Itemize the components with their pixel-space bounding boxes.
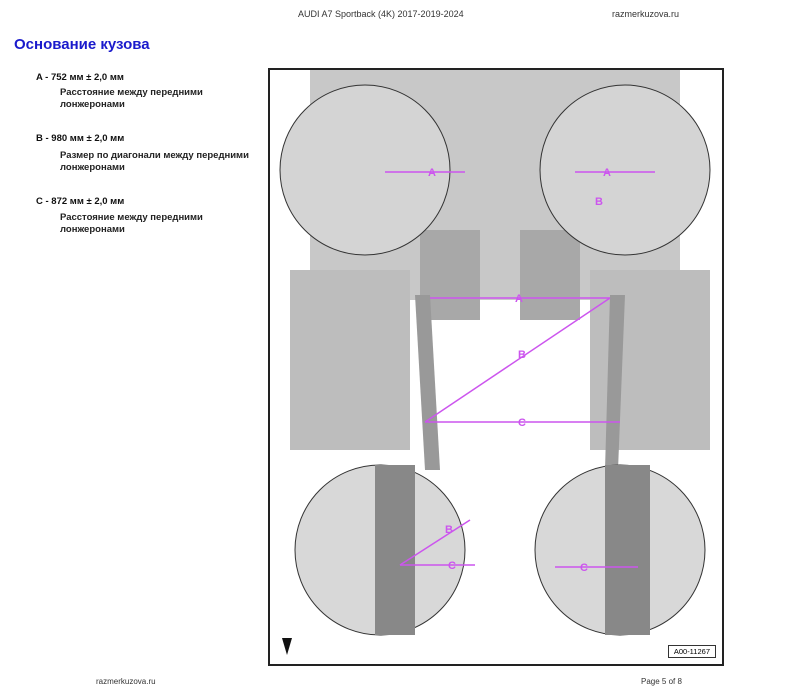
marker-a-right: A — [603, 167, 611, 179]
figure-code: A00-11267 — [667, 645, 716, 658]
marker-b-right: B — [595, 196, 603, 208]
marker-c: C — [518, 417, 526, 429]
spec-b-label: B - 980 мм ± 2,0 мм — [36, 133, 125, 144]
document-title: AUDI A7 Sportback (4K) 2017-2019-2024 — [298, 9, 464, 19]
marker-a: A — [515, 293, 523, 305]
page-number: Page 5 of 8 — [641, 677, 682, 686]
marker-c-left: C — [448, 560, 456, 572]
direction-arrow-icon — [282, 638, 292, 655]
marker-c-right: C — [580, 562, 588, 574]
footer-site: razmerkuzova.ru — [96, 677, 156, 686]
spec-c-desc: Расстояние между передними лонжеронами — [60, 212, 203, 235]
spec-a-desc: Расстояние между передними лонжеронами — [60, 87, 203, 110]
marker-b-bottom: B — [445, 524, 453, 536]
underbody-illustration: .lbl{font:bold 11px "Liberation Sans",sa… — [279, 70, 711, 655]
marker-b: B — [518, 349, 526, 361]
body-diagram: .lbl{font:bold 11px "Liberation Sans",sa… — [268, 68, 724, 666]
spec-b-desc: Размер по диагонали между передними лонж… — [60, 150, 249, 173]
marker-a-left: A — [428, 167, 436, 179]
header-site: razmerkuzova.ru — [612, 9, 680, 19]
page-title: Основание кузова — [14, 36, 150, 53]
spec-c-label: C - 872 мм ± 2,0 мм — [36, 196, 125, 207]
spec-a-label: A - 752 мм ± 2,0 мм — [36, 72, 124, 83]
